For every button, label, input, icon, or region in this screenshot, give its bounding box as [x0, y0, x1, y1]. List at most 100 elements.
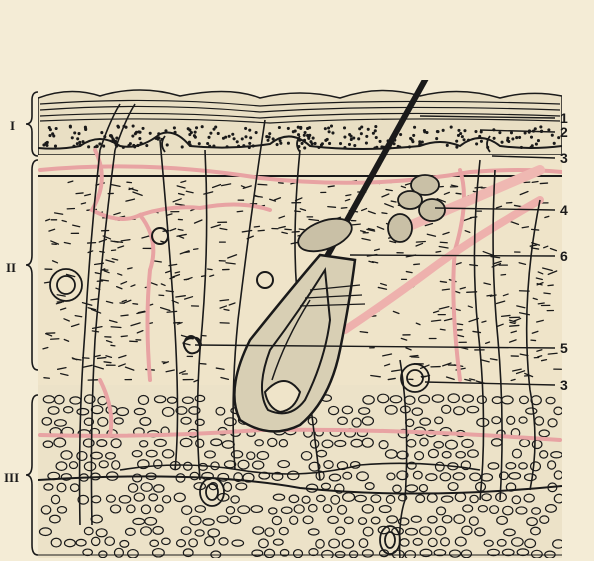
epidermis-dot	[551, 134, 553, 136]
epidermis-dot	[328, 131, 330, 133]
epidermis-dot	[194, 131, 196, 133]
epidermis-dot	[325, 139, 327, 141]
epidermis-dot	[409, 146, 411, 148]
epidermis-dot	[374, 130, 376, 132]
dermis-dash	[208, 269, 212, 270]
epidermis-dot	[194, 136, 196, 138]
epidermis-dot	[110, 135, 112, 137]
epidermis-dot	[136, 131, 138, 133]
epidermis-dot	[112, 141, 114, 143]
epidermis-dot	[74, 132, 76, 134]
dermis-dash	[45, 282, 51, 283]
epidermis-dot	[479, 136, 481, 138]
dermis-dash	[184, 252, 189, 253]
epidermis-dot	[189, 134, 191, 136]
epidermis-dot	[318, 147, 320, 149]
epidermis-dot	[372, 132, 374, 134]
dermis-dash	[121, 336, 127, 337]
label-3-bottom: 3	[560, 377, 568, 393]
epidermis-dot	[250, 137, 252, 139]
epidermis-dot	[375, 126, 377, 128]
epidermis-dot	[461, 136, 463, 138]
epidermis-dot	[308, 137, 310, 139]
dermis-dash	[194, 249, 198, 250]
epidermis-dot	[142, 127, 144, 129]
epidermis-dot	[399, 146, 401, 148]
dermis-dash	[352, 224, 360, 225]
epidermis-dot	[73, 145, 75, 147]
epidermis-dot	[301, 143, 303, 145]
epidermis-dot	[344, 147, 346, 149]
dermis-dash	[133, 304, 138, 305]
epidermis-dot	[349, 144, 351, 146]
epidermis-dot	[353, 137, 355, 139]
epidermis-dot	[225, 136, 227, 138]
epidermis-dot	[187, 128, 189, 130]
epidermis-dot	[78, 133, 80, 135]
epidermis-dot	[255, 132, 257, 134]
epidermis-dot	[456, 146, 458, 148]
epidermis-dot	[133, 145, 135, 147]
epidermis-dot	[304, 139, 306, 141]
epidermis-dot	[344, 136, 346, 138]
dermis-dash	[391, 201, 396, 202]
dermis-dash	[258, 230, 264, 231]
epidermis-dot	[493, 137, 495, 139]
epidermis-dot	[419, 141, 421, 143]
dermis-dash	[538, 303, 544, 304]
epidermis-dot	[436, 138, 438, 140]
epidermis-dot	[241, 138, 243, 140]
epidermis-dot	[103, 145, 105, 147]
epidermis-dot	[207, 143, 209, 145]
epidermis-dot	[297, 126, 299, 128]
epidermis-dot	[538, 140, 540, 142]
epidermis-dot	[280, 142, 282, 144]
dermis-dash	[414, 264, 420, 265]
epidermis-dot	[228, 135, 230, 137]
epidermis-dot	[55, 128, 57, 130]
dermis-dash	[440, 281, 446, 282]
epidermis-dot	[476, 143, 478, 145]
epidermis-dot	[501, 141, 503, 143]
epidermis-dot	[288, 142, 290, 144]
epidermis-dot	[366, 135, 368, 137]
epidermis-dot	[201, 126, 203, 128]
epidermis-dot	[413, 135, 415, 137]
epidermis-dot	[299, 139, 301, 141]
dermis-dash	[111, 345, 115, 346]
epidermis-dot	[115, 140, 117, 142]
epidermis-dot	[208, 136, 210, 138]
epidermis-dot	[236, 141, 238, 143]
epidermis-dot	[446, 144, 448, 146]
epidermis-dot	[521, 146, 523, 148]
epidermis-dot	[139, 138, 141, 140]
epidermis-dot	[55, 145, 57, 147]
epidermis-dot	[463, 139, 465, 141]
epidermis-dot	[267, 139, 269, 141]
dermis-dash	[548, 353, 557, 354]
epidermis-dot	[101, 132, 103, 134]
epidermis-dot	[233, 138, 235, 140]
epidermis-dot	[69, 125, 71, 127]
dermis-dash	[510, 325, 519, 326]
epidermis-dot	[298, 134, 300, 136]
dermis-dash	[98, 358, 106, 359]
dermis-dash	[111, 327, 121, 328]
layer-brackets	[26, 92, 38, 555]
epidermis-dot	[421, 141, 423, 143]
dermis-dash	[167, 311, 177, 312]
epidermis-dot	[248, 147, 250, 149]
epidermis-dot	[191, 132, 193, 134]
label-2: 2	[560, 124, 568, 140]
epidermis-dot	[321, 144, 323, 146]
dermis-dash	[200, 364, 206, 365]
epidermis-dot	[174, 131, 176, 133]
epidermis-dot	[217, 133, 219, 135]
epidermis-dot	[252, 145, 254, 147]
dermis-dash	[184, 279, 189, 280]
epidermis-dot	[458, 129, 460, 131]
epidermis-dot	[49, 135, 51, 137]
epidermis-dot	[456, 140, 458, 142]
dermis-dash	[456, 193, 461, 194]
